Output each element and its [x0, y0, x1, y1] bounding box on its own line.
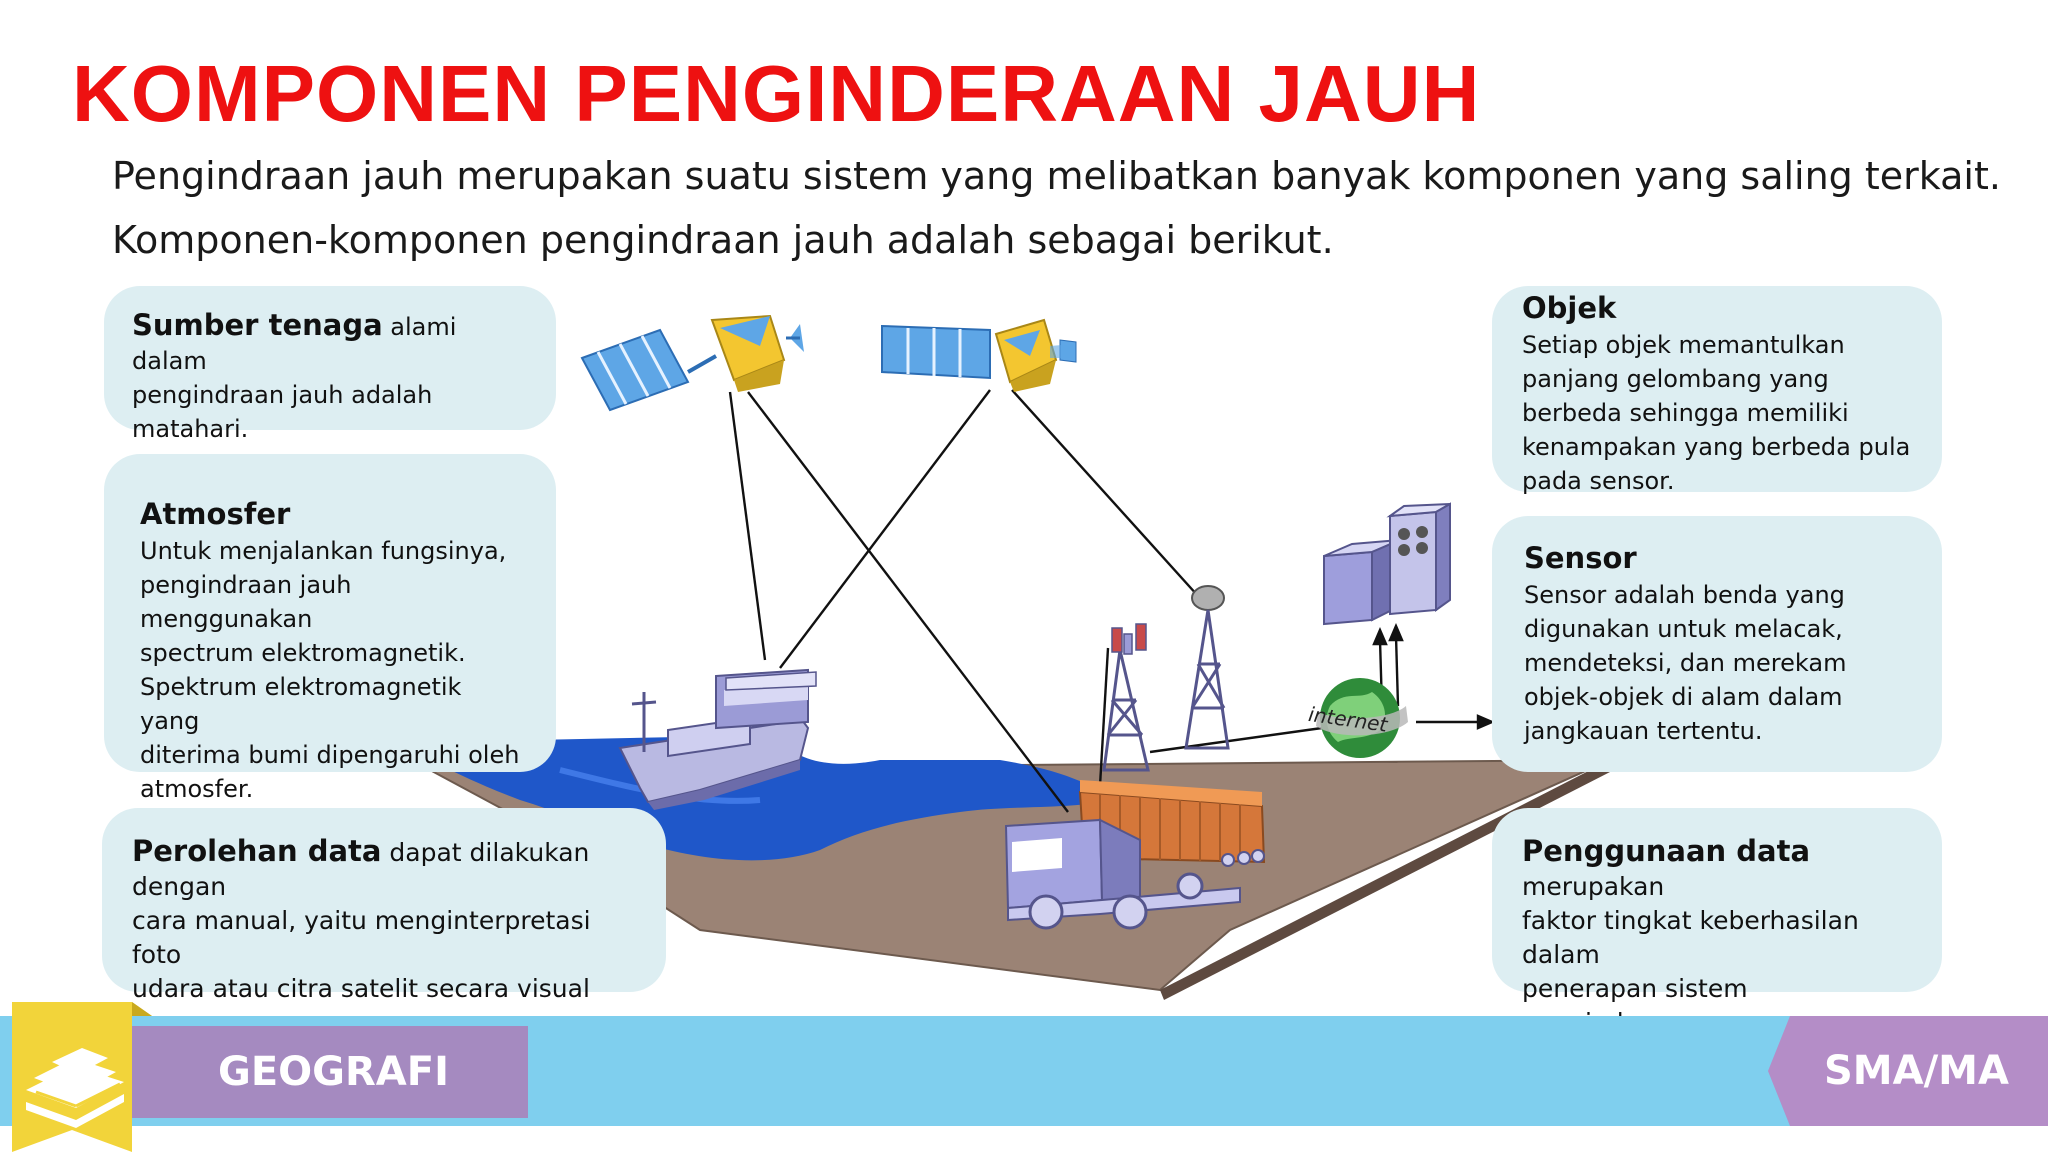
- ground-edge: [1160, 760, 1610, 1000]
- ship-icon: [618, 668, 817, 810]
- card-sumber-head: Sumber tenaga: [132, 308, 383, 342]
- card-perolehan-data: Perolehan data dapat dilakukan dengan ca…: [102, 808, 666, 1071]
- satellite-icon-2: [881, 318, 1077, 392]
- satellite-icon-1: [580, 314, 804, 412]
- signal-lines: [728, 389, 1342, 821]
- level-label: SMA/MA: [1824, 1048, 2009, 1094]
- level-tag: SMA/MA: [1768, 1016, 2048, 1126]
- card-sensor-text: Sensor adalah benda yang digunakan untuk…: [1524, 581, 1847, 745]
- satellite-dish-icon: [1184, 585, 1230, 750]
- card-perolehan-head: Perolehan data: [132, 834, 382, 868]
- book-logo-icon: [12, 1002, 152, 1152]
- truck-icon: [1004, 780, 1266, 930]
- card-atmosfer-head: Atmosfer: [140, 497, 291, 531]
- intro-text: Pengindraan jauh merupakan suatu sistem …: [112, 144, 2012, 272]
- card-objek-head: Objek: [1522, 291, 1617, 325]
- card-sensor-head: Sensor: [1524, 541, 1637, 575]
- card-sensor: Sensor Sensor adalah benda yang digunaka…: [1492, 516, 1942, 772]
- server-icon: [1323, 502, 1451, 626]
- card-objek-text: Setiap objek memantulkan panjang gelomba…: [1522, 331, 1911, 495]
- subject-label: GEOGRAFI: [132, 1026, 528, 1118]
- intro-line-1: Pengindraan jauh merupakan suatu sistem …: [112, 154, 2001, 198]
- card-sumber-tenaga: Sumber tenaga alami dalam pengindraan ja…: [104, 286, 556, 443]
- radio-tower-icon: [1102, 623, 1150, 772]
- card-penggunaan-data: Penggunaan data merupakan faktor tingkat…: [1492, 808, 1942, 1071]
- card-atmosfer-text: Untuk menjalankan fungsinya, pengindraan…: [140, 537, 520, 803]
- intro-line-2: Komponen-komponen pengindraan jauh adala…: [112, 218, 1334, 262]
- page-title: KOMPONEN PENGINDERAAN JAUH: [72, 49, 1481, 138]
- card-atmosfer: Atmosfer Untuk menjalankan fungsinya, pe…: [104, 454, 556, 803]
- globe-icon: internet: [1307, 678, 1408, 758]
- card-objek: Objek Setiap objek memantulkan panjang g…: [1492, 286, 1942, 495]
- card-penggunaan-head: Penggunaan data: [1522, 834, 1811, 868]
- card-sumber-text: alami dalam pengindraan jauh adalah mata…: [132, 313, 457, 443]
